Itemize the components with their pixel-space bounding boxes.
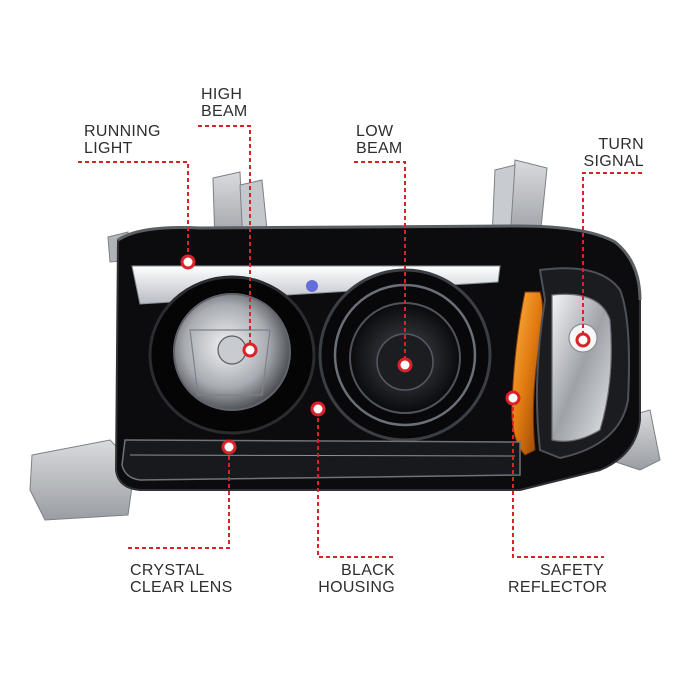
running-light-label: RUNNING LIGHT xyxy=(84,123,161,157)
low-beam-label: LOW BEAM xyxy=(356,123,403,157)
callout-markers xyxy=(180,254,591,455)
high-beam-label: HIGH BEAM xyxy=(201,86,248,120)
callout-leader-lines xyxy=(78,125,642,558)
crystal-lens-marker xyxy=(221,439,237,455)
crystal-clear-lens-label: CRYSTAL CLEAR LENS xyxy=(130,562,233,596)
black-housing-marker xyxy=(310,401,326,417)
high-beam-reflector xyxy=(148,275,316,435)
safety-reflector-marker xyxy=(505,390,521,406)
low-beam-projector xyxy=(318,268,492,442)
running-light-marker xyxy=(180,254,196,270)
clear-lens-bottom xyxy=(121,439,521,481)
high-beam-marker xyxy=(242,342,258,358)
safety-reflector-label: SAFETY REFLECTOR xyxy=(508,562,608,596)
turn-signal-label: TURN SIGNAL xyxy=(583,136,644,170)
black-housing-label: BLACK HOUSING xyxy=(318,562,395,596)
turn-signal-marker xyxy=(575,332,591,348)
low-beam-marker xyxy=(397,357,413,373)
